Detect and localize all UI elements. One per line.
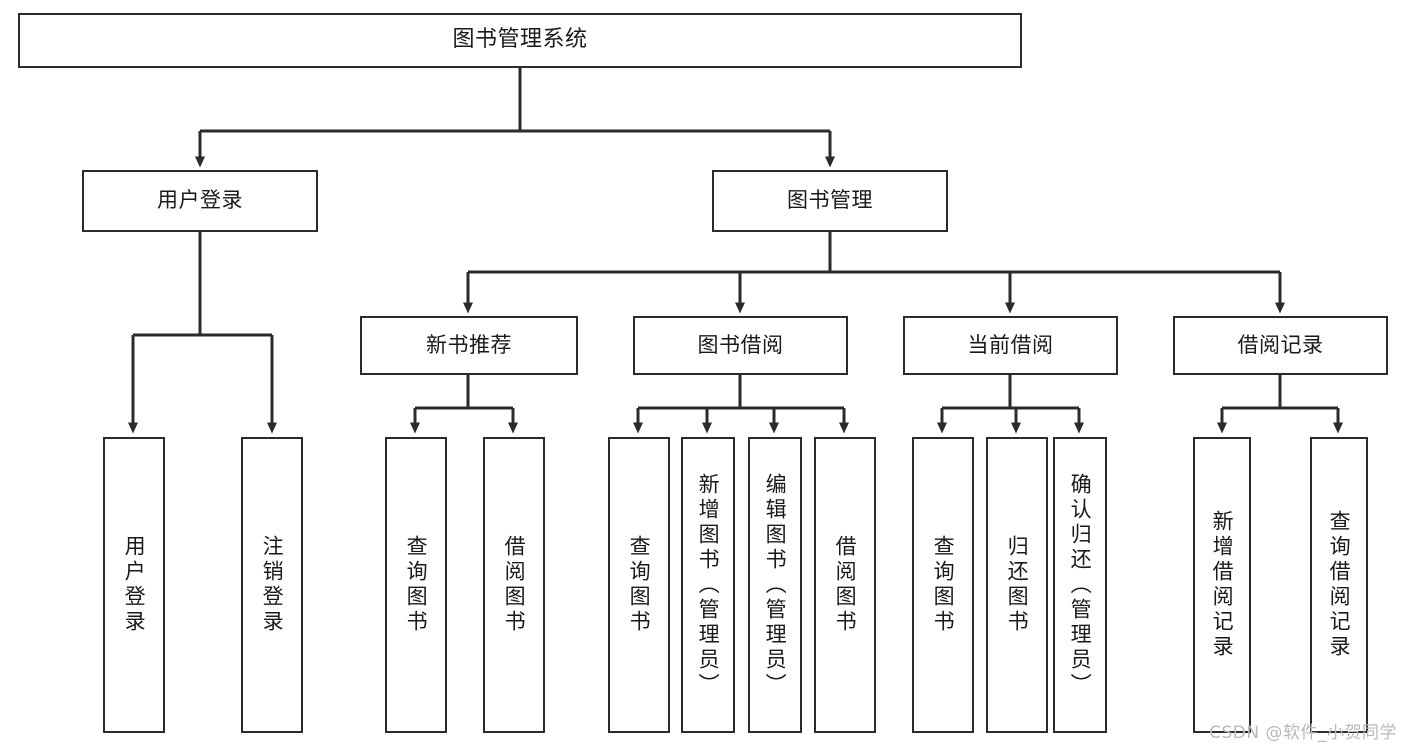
node-leaf-return-book[interactable]: 归还图书: [986, 437, 1048, 733]
node-leaf-return-book-label: 归还图书: [1005, 535, 1030, 635]
node-leaf-add-book-admin[interactable]: 新增图书（管理员）: [681, 437, 735, 733]
node-book-borrow[interactable]: 图书借阅: [633, 316, 848, 375]
node-leaf-query-borrow-record-label: 查询借阅记录: [1327, 510, 1352, 660]
node-leaf-add-book-admin-label: 新增图书（管理员）: [696, 472, 721, 698]
node-leaf-query-borrow-record[interactable]: 查询借阅记录: [1310, 437, 1368, 733]
node-borrow-record[interactable]: 借阅记录: [1173, 316, 1388, 375]
node-leaf-edit-book-admin-label: 编辑图书（管理员）: [763, 472, 788, 698]
node-leaf-query-book-3-label: 查询图书: [931, 535, 956, 635]
node-root-label: 图书管理系统: [452, 27, 588, 53]
node-book-borrow-label: 图书借阅: [697, 332, 784, 357]
node-user-login-label: 用户登录: [157, 188, 243, 213]
node-leaf-query-book-3[interactable]: 查询图书: [912, 437, 974, 733]
node-current-borrow-label: 当前借阅: [967, 332, 1054, 357]
node-book-manage[interactable]: 图书管理: [712, 170, 948, 232]
node-leaf-confirm-return-admin[interactable]: 确认归还（管理员）: [1053, 437, 1107, 733]
csdn-watermark: CSDN @软件_小贺同学: [1209, 723, 1397, 743]
node-leaf-query-book-2[interactable]: 查询图书: [608, 437, 670, 733]
node-new-book-recommend-label: 新书推荐: [426, 332, 512, 357]
node-current-borrow[interactable]: 当前借阅: [903, 316, 1118, 375]
node-leaf-query-book-2-label: 查询图书: [627, 535, 652, 635]
node-leaf-query-book-1[interactable]: 查询图书: [385, 437, 447, 733]
node-leaf-add-borrow-record-label: 新增借阅记录: [1210, 510, 1235, 660]
node-leaf-add-borrow-record[interactable]: 新增借阅记录: [1193, 437, 1251, 733]
node-leaf-query-book-1-label: 查询图书: [404, 535, 429, 635]
node-leaf-borrow-book-2-label: 借阅图书: [833, 535, 858, 635]
node-leaf-borrow-book-2[interactable]: 借阅图书: [814, 437, 876, 733]
node-leaf-user-login-label: 用户登录: [122, 535, 147, 635]
node-book-manage-label: 图书管理: [787, 188, 873, 213]
node-leaf-edit-book-admin[interactable]: 编辑图书（管理员）: [748, 437, 802, 733]
node-root[interactable]: 图书管理系统: [18, 13, 1022, 68]
node-leaf-borrow-book-1[interactable]: 借阅图书: [483, 437, 545, 733]
node-leaf-user-login[interactable]: 用户登录: [103, 437, 165, 733]
node-leaf-logout[interactable]: 注销登录: [241, 437, 303, 733]
node-borrow-record-label: 借阅记录: [1237, 332, 1324, 357]
node-new-book-recommend[interactable]: 新书推荐: [360, 316, 578, 375]
node-user-login[interactable]: 用户登录: [82, 170, 318, 232]
node-leaf-logout-label: 注销登录: [260, 535, 285, 635]
node-leaf-confirm-return-admin-label: 确认归还（管理员）: [1068, 472, 1093, 698]
node-leaf-borrow-book-1-label: 借阅图书: [502, 535, 527, 635]
